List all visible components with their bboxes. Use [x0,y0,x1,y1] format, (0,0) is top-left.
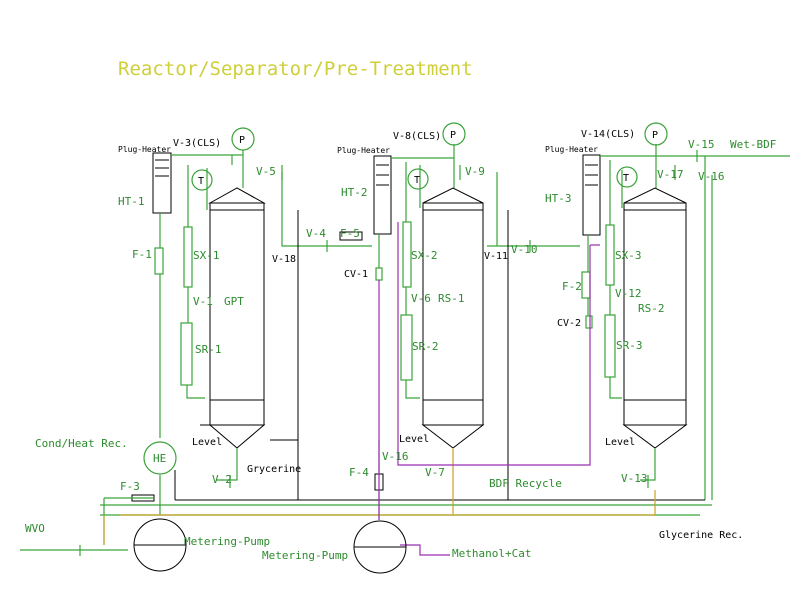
label-cond-heat: Cond/Heat Rec. [35,437,128,450]
label-f1: F-1 [132,248,152,261]
valve-ticks [79,150,698,556]
label-v4: V-4 [306,227,326,240]
vessel-rs1 [421,187,485,449]
label-plug-heater-2: Plug-Heater [337,146,390,155]
pressure-gauge-2 [442,122,466,188]
label-v5: V-5 [256,165,276,178]
plug-heater-ht3 [582,154,601,236]
plug-heater-ht1 [152,152,172,214]
label-v12: V-12 [615,287,642,300]
metering-pump-2 [353,520,407,574]
temperature-gauge-3 [616,166,638,188]
sr1-column [180,322,193,386]
label-sx3: SX-3 [615,249,642,262]
label-glycerine: Grycerine [247,464,301,475]
label-v10: V-10 [511,243,538,256]
label-v8: V-8(CLS) [393,131,441,142]
cv1-valve [375,267,383,281]
label-level2: Level [399,434,429,445]
vessel-rs2 [622,187,688,449]
label-sx2: SX-2 [411,249,438,262]
label-v2: V-2 [212,473,232,486]
f5-filter [339,231,363,241]
label-v1: V-1 [193,295,213,308]
label-cv2: CV-2 [557,318,581,329]
label-p2: P [450,130,456,141]
pressure-gauge-3 [644,122,668,188]
label-he: HE [153,452,166,465]
label-v14: V-14(CLS) [581,129,635,140]
plug-heater-ht2 [373,155,392,235]
label-wvo: WVO [25,522,45,535]
label-ht1: HT-1 [118,195,145,208]
label-v3: V-3(CLS) [173,138,221,149]
diagram-title: Reactor/Separator/Pre-Treatment [118,58,473,80]
label-sr3: SR-3 [616,339,643,352]
metering-pump-1 [133,518,187,572]
label-f4: F-4 [349,466,369,479]
label-v15: V-15 [688,138,715,151]
label-v11: V-11 [484,251,508,262]
sr3-column [604,314,616,378]
label-sr2: SR-2 [412,340,439,353]
temperature-gauge-2 [407,168,429,190]
sr2-column [400,314,413,381]
black-lines [174,210,705,501]
label-level3: Level [605,437,635,448]
label-v18: V-18 [272,254,296,265]
label-wet-bdf: Wet-BDF [730,138,776,151]
label-ht2: HT-2 [341,186,368,199]
label-p1: P [239,135,245,146]
label-cv1: CV-1 [344,269,368,280]
label-metering-pump-1: Metering-Pump [184,535,270,548]
glycerine-lines [103,448,656,545]
label-gpt: GPT [224,295,244,308]
label-f2: F-2 [562,280,582,293]
label-v7: V-7 [425,466,445,479]
label-sx1: SX-1 [193,249,220,262]
sx1-column [183,226,193,288]
label-v9: V-9 [465,165,485,178]
sx2-column [402,221,412,288]
f1-filter [154,247,164,275]
label-v13: V-13 [621,472,648,485]
label-t1: T [198,176,204,187]
label-f3: F-3 [120,480,140,493]
label-t3: T [623,173,629,184]
methanol-lines [378,222,600,556]
label-rs1: RS-1 [438,292,465,305]
label-rs2: RS-2 [638,302,665,315]
label-sr1: SR-1 [195,343,222,356]
pressure-gauge-1 [231,127,255,188]
temperature-gauge-1 [191,169,213,191]
label-plug-heater-3: Plug-Heater [545,145,598,154]
label-glycerine-rec: Glycerine Rec. [659,530,743,541]
label-v16-top: V-16 [698,170,725,183]
label-t2: T [414,175,420,186]
label-level1: Level [192,437,222,448]
label-p3: P [652,130,658,141]
label-metering-pump-2: Metering-Pump [262,549,348,562]
label-bdf-recycle: BDF Recycle [489,477,562,490]
label-v6: V-6 [411,292,431,305]
label-v17: V-17 [657,168,684,181]
vessel-gpt [208,187,266,449]
label-plug-heater-1: Plug-Heater [118,145,171,154]
label-v16-bottom: V-16 [382,450,409,463]
heat-exchanger [143,441,177,475]
label-methanol-cat: Methanol+Cat [452,547,531,560]
label-ht3: HT-3 [545,192,572,205]
label-f5: F-5 [340,227,360,240]
cv2-valve [585,315,593,329]
sx3-column [605,224,615,286]
f2-filter [581,271,591,299]
labels: V-3(CLS) V-8(CLS) V-14(CLS) Plug-Heater … [25,129,776,562]
